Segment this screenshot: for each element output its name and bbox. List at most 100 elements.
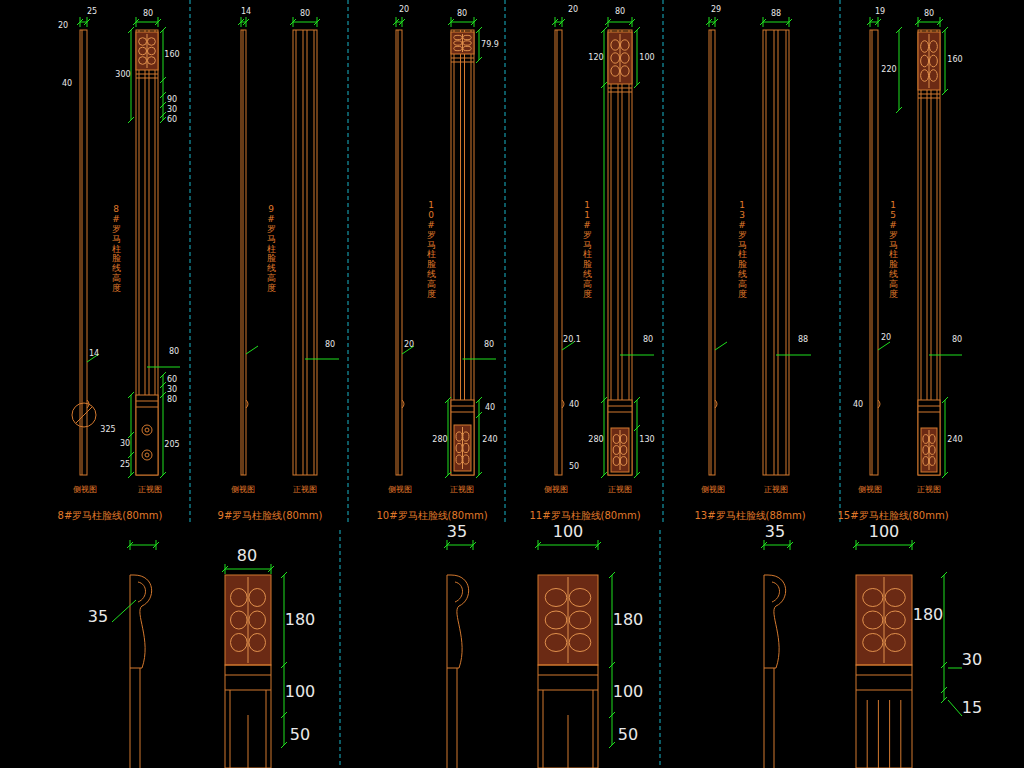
line [451,412,474,413]
line [163,30,164,120]
dimension-number: 325 [100,426,115,434]
outline [918,400,940,475]
dimension-number: 100 [869,524,900,540]
dimension-number: 20 [58,22,68,30]
line [296,30,297,475]
line [451,58,474,59]
line [918,98,940,99]
line [612,575,613,745]
line [160,102,166,108]
dimension-number: 35 [447,524,467,540]
line [128,117,134,123]
view-caption: 正视图 [138,486,162,494]
line [559,19,565,25]
line [778,30,779,475]
line [543,690,544,768]
line [856,675,912,676]
line [314,19,320,25]
ornament [463,455,469,464]
profile [138,582,146,602]
ornament [613,435,619,444]
ornament [249,611,266,629]
ornament [929,446,935,455]
outline [454,425,471,471]
view-caption: 侧视图 [231,486,255,494]
line [915,19,921,25]
line [941,572,947,578]
dimension-number: 100 [613,684,644,700]
line [136,74,158,75]
dimension-number: 50 [569,463,579,471]
line [243,19,249,25]
line [393,19,399,25]
outline [608,400,632,475]
dimension-number: 30 [962,652,982,668]
line [634,397,640,403]
outline [136,30,158,475]
dimension-number: 130 [639,436,654,444]
dimension-number: 19 [875,8,885,16]
ornament [921,55,929,67]
ornament [463,432,469,441]
ornament [249,589,266,607]
dimension-number: 80 [615,8,625,16]
line [447,668,448,768]
view-caption: 侧视图 [701,486,725,494]
line [225,675,271,676]
line [305,359,339,360]
line [476,57,482,63]
side-bump [562,400,564,408]
line [786,19,792,25]
line [856,545,912,546]
dimension-number: 30 [167,106,177,114]
line [340,530,341,768]
line [160,92,166,98]
line [867,700,868,768]
dimension-number: 180 [913,607,944,623]
ornament [863,611,883,629]
ornament [620,435,626,444]
dimension-number: 35 [765,524,785,540]
outline [538,575,598,665]
ornament [620,40,629,50]
ornament [921,70,929,82]
dimension-number: 50 [618,727,638,743]
line [160,372,166,378]
line [268,566,274,572]
line [293,22,317,23]
line [853,542,859,548]
dimension-number: 79.9 [481,41,499,49]
line [896,107,902,113]
dimension-number: 20 [568,6,578,14]
outline [241,30,246,475]
line [593,690,594,768]
line [889,700,890,768]
profile [455,582,463,602]
dimension-number: 25 [87,8,97,16]
line [608,88,632,89]
ornament [139,38,147,46]
outline [921,428,937,472]
line [463,359,497,360]
line [348,0,349,525]
ornament [620,66,629,76]
line [303,30,304,475]
ornament [569,589,591,607]
dimension-number: 80 [484,341,494,349]
profile [772,582,780,602]
line [715,342,727,350]
line [918,412,940,413]
line [155,19,161,25]
dimension-number: 280 [432,436,447,444]
view-caption: 15#罗马柱脸线(80mm) [837,511,948,521]
line [856,690,912,691]
line [663,0,664,525]
ornament [545,611,567,629]
outline [608,30,632,475]
outline [918,32,940,90]
line [445,472,451,478]
line [190,0,191,525]
view-caption: 侧视图 [388,486,412,494]
bolt-hole [145,453,149,457]
outline [856,575,912,665]
